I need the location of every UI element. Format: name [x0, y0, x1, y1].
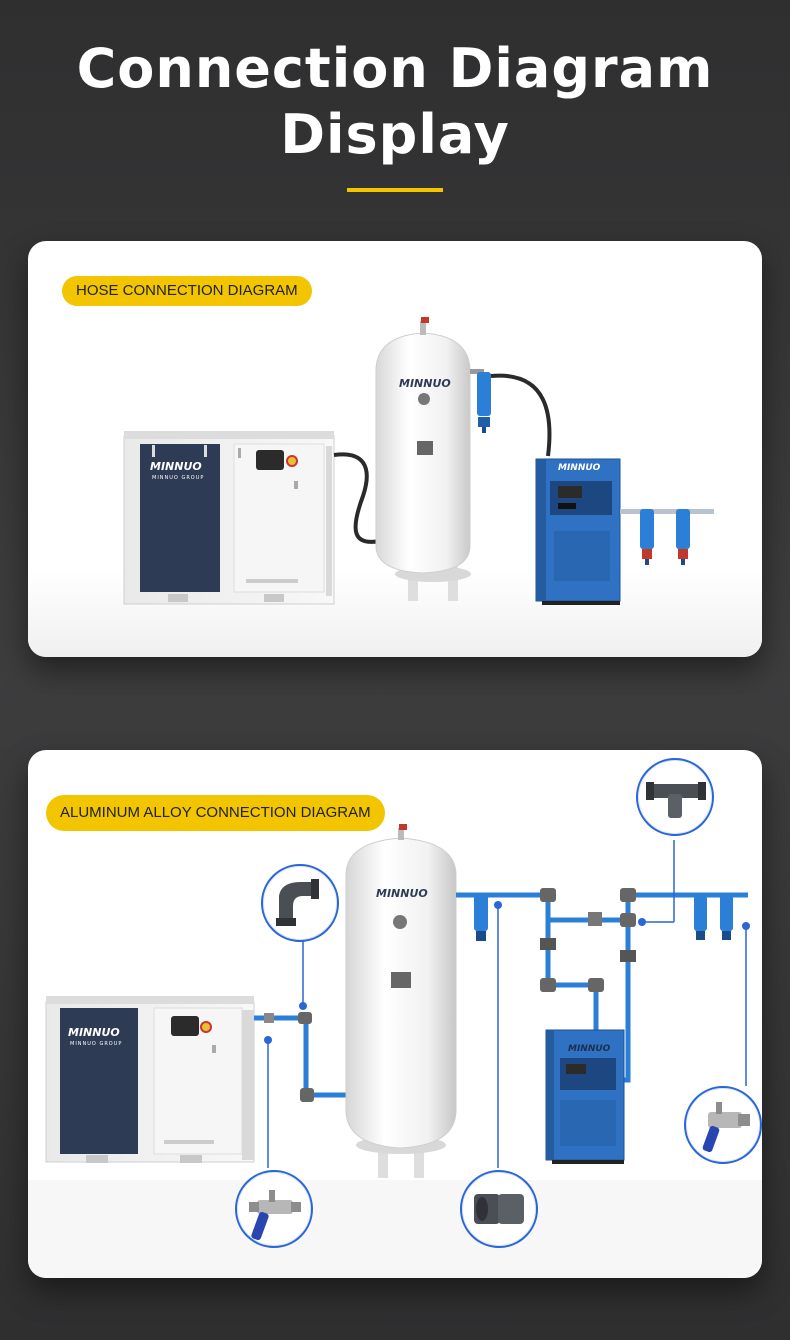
tee-fitting-icon [638, 760, 712, 834]
air-compressor [124, 431, 334, 604]
tee-fitting-callout [636, 758, 714, 836]
inline-filter-2 [676, 509, 690, 565]
dryer-brand-logo: MINNUO [558, 463, 600, 473]
inline-filter-1 [694, 895, 707, 940]
page-title: Connection Diagram Display [0, 36, 790, 168]
air-receiver-tank [346, 824, 456, 1178]
elbow-fitting-callout [261, 864, 339, 942]
inline-filter-2 [720, 895, 733, 940]
ball-valve-icon [686, 1088, 760, 1162]
hose-connection-label: HOSE CONNECTION DIAGRAM [62, 276, 312, 306]
dryer-brand-logo: MINNUO [568, 1044, 610, 1054]
callout-leaders [268, 840, 746, 1168]
inline-filter-1 [640, 509, 654, 565]
elbow-fitting-icon [263, 866, 337, 940]
title-line-2: Display [0, 102, 790, 168]
compressor-brand-sub: MINNUO GROUP [152, 475, 204, 481]
aluminum-alloy-connection-card: MINNUO MINNUO MINNUO GROUP MINNUO ALUMIN… [28, 750, 762, 1278]
air-compressor [46, 996, 254, 1163]
ball-valve-callout-left [235, 1170, 313, 1248]
title-underline [347, 188, 443, 192]
title-line-1: Connection Diagram [0, 36, 790, 102]
aluminum-alloy-connection-label: ALUMINUM ALLOY CONNECTION DIAGRAM [46, 795, 385, 831]
ball-valve-callout-right [684, 1086, 762, 1164]
tank-brand-logo: MINNUO [399, 377, 451, 390]
compressor-brand-sub: MINNUO GROUP [70, 1041, 122, 1047]
refrigerated-dryer [536, 459, 620, 605]
pipe-connector-icon [462, 1172, 536, 1246]
ball-valve-icon [237, 1172, 311, 1246]
tank-outlet-filter [474, 895, 488, 941]
air-receiver-tank [376, 317, 471, 601]
hose-connection-card: MINNUO MINNUO MINNUO GROUP MINNUO HOSE C… [28, 241, 762, 657]
tank-brand-logo: MINNUO [376, 887, 428, 900]
pipe-connector-callout [460, 1170, 538, 1248]
compressor-brand-logo: MINNUO [150, 460, 202, 473]
tank-outlet-filter [470, 369, 491, 433]
compressor-brand-logo: MINNUO [68, 1026, 120, 1039]
